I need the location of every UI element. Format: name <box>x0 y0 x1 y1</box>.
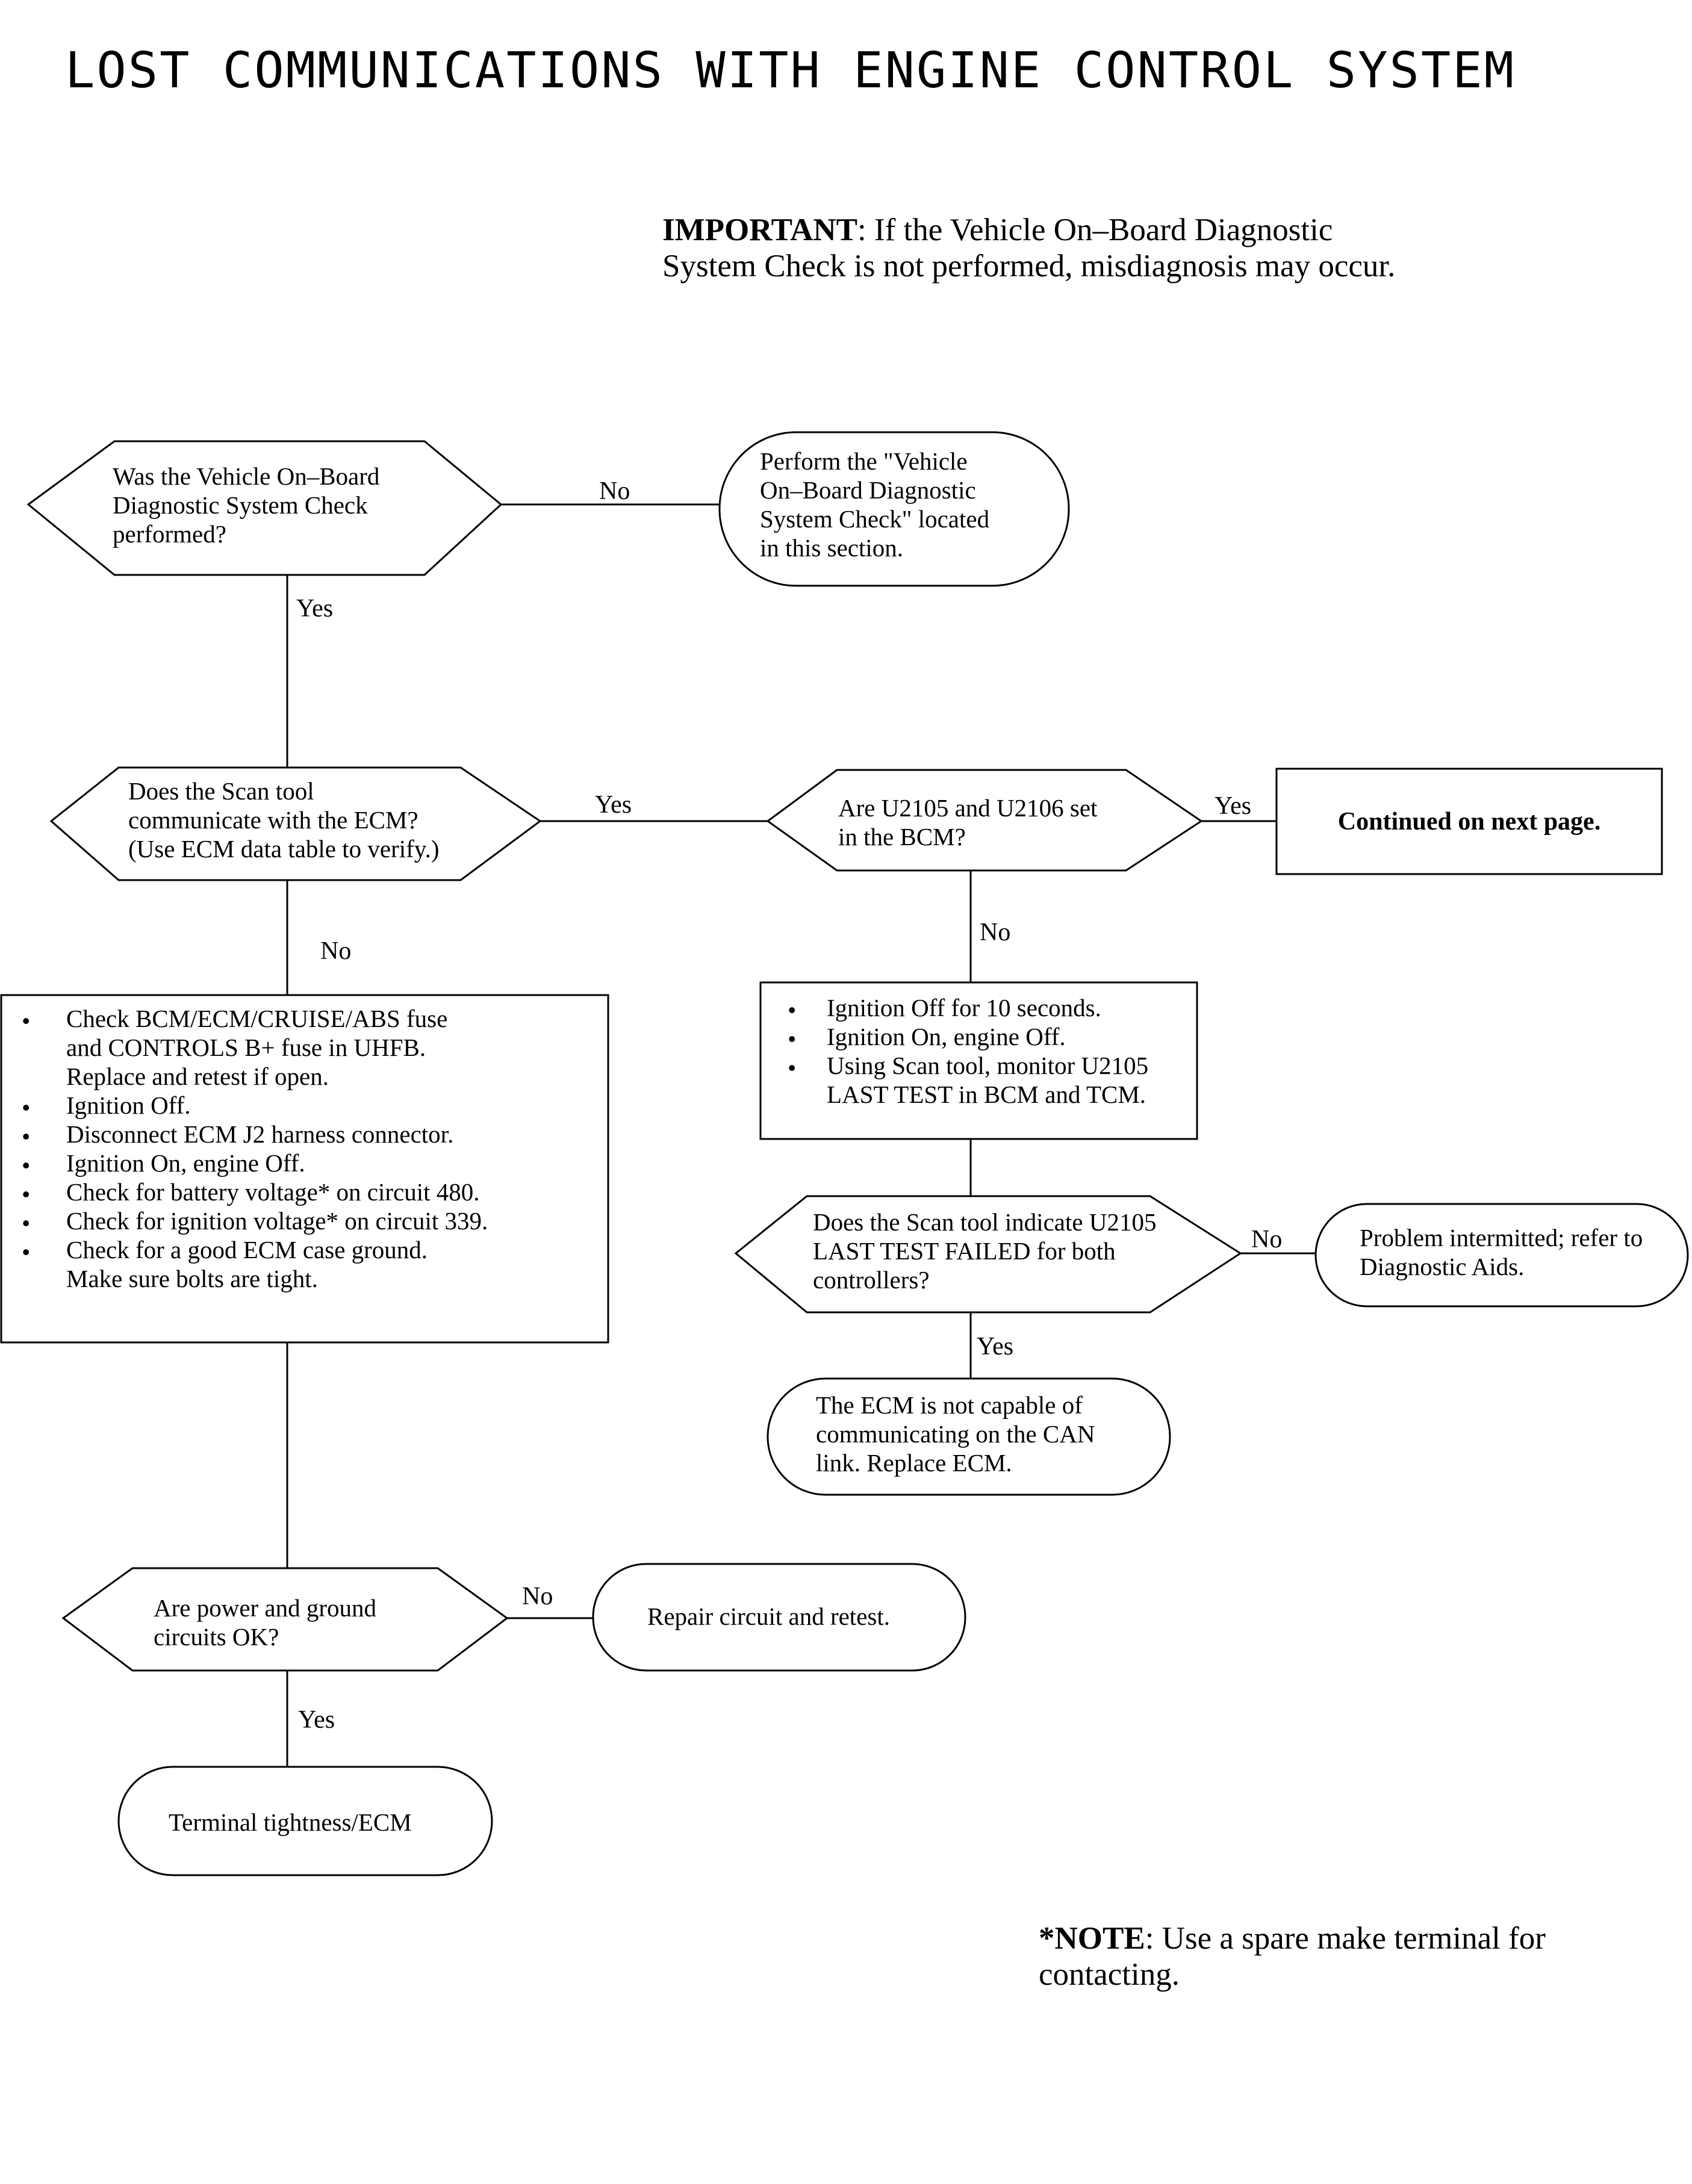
q3-text: Are U2105 and U2106 set in the BCM? <box>838 793 1097 851</box>
box2-steps: Ignition Off for 10 seconds. Ignition On… <box>760 993 1148 1109</box>
box1-step-line: Replace and retest if open. <box>66 1063 329 1090</box>
t2-line: Problem intermitted; refer to <box>1360 1224 1643 1252</box>
edge-label-q2-no: No <box>320 937 352 965</box>
box1-step: Check for battery voltage* on circuit 48… <box>1 1177 488 1212</box>
q3-line: in the BCM? <box>838 823 966 851</box>
t3-line: link. Replace ECM. <box>816 1449 1012 1477</box>
box1-step: Check BCM/ECM/CRUISE/ABS fuse and CONTRO… <box>1 1004 488 1091</box>
terminal-t3 <box>767 1377 1171 1496</box>
terminal-t1 <box>718 431 1070 587</box>
q2-line: Does the Scan tool <box>128 777 314 805</box>
q2-text: Does the Scan tool communicate with the … <box>128 777 440 863</box>
q4-line: controllers? <box>813 1266 930 1294</box>
decision-q1 <box>26 440 503 576</box>
t3-line: communicating on the CAN <box>816 1420 1095 1448</box>
edge-label-q5-yes: Yes <box>298 1706 335 1734</box>
box2-step: Ignition On, engine Off. <box>760 1022 1148 1056</box>
box1-step-line: Disconnect ECM J2 harness connector. <box>66 1120 454 1148</box>
box1-step-line: Ignition Off. <box>66 1091 191 1119</box>
note-text: : Use a spare make terminal for contacti… <box>1039 1921 1546 1992</box>
t1-line: Perform the "Vehicle <box>760 447 968 475</box>
box2-step: Ignition Off for 10 seconds. <box>760 993 1148 1028</box>
note-label: *NOTE <box>1039 1921 1145 1956</box>
box1-step: Check for a good ECM case ground. Make s… <box>1 1235 488 1293</box>
edge-label-q1-yes: Yes <box>296 595 334 622</box>
important-text: : If the Vehicle On–Board Diagnostic Sys… <box>662 213 1396 284</box>
q5-text: Are power and ground circuits OK? <box>154 1593 376 1651</box>
q1-text: Was the Vehicle On–Board Diagnostic Syst… <box>113 462 379 548</box>
decision-q2 <box>49 766 542 881</box>
box1-step: Ignition On, engine Off. <box>1 1149 488 1183</box>
t4-text: Repair circuit and retest. <box>647 1602 890 1630</box>
t1-line: System Check" located <box>760 505 990 533</box>
q2-line: (Use ECM data table to verify.) <box>128 835 440 863</box>
t5-text: Terminal tightness/ECM <box>169 1808 412 1836</box>
q4-text: Does the Scan tool indicate U2105 LAST T… <box>813 1208 1156 1294</box>
box2-step-line: Using Scan tool, monitor U2105 <box>827 1052 1149 1079</box>
continued-box <box>1275 768 1663 875</box>
edge-label-q5-no: No <box>522 1583 553 1610</box>
box2-step-line: Ignition Off for 10 seconds. <box>827 994 1101 1022</box>
t1-line: in this section. <box>760 534 904 562</box>
box1-step-line: Check BCM/ECM/CRUISE/ABS fuse <box>66 1005 448 1032</box>
decision-q3 <box>766 769 1203 872</box>
q1-line: performed? <box>113 520 226 548</box>
box1-step-line: Ignition On, engine Off. <box>66 1149 305 1177</box>
box1-step: Ignition Off. <box>1 1091 488 1125</box>
q3-line: Are U2105 and U2106 set <box>838 794 1098 822</box>
q2-line: communicate with the ECM? <box>128 806 418 834</box>
t3-text: The ECM is not capable of communicating … <box>816 1391 1095 1477</box>
box1-step-line: and CONTROLS B+ fuse in UHFB. <box>66 1034 426 1061</box>
box1-step: Disconnect ECM J2 harness connector. <box>1 1120 488 1154</box>
t2-text: Problem intermitted; refer to Diagnostic… <box>1360 1223 1643 1281</box>
q1-line: Diagnostic System Check <box>113 491 368 519</box>
terminal-t4 <box>592 1563 966 1672</box>
box1-step-line: Check for battery voltage* on circuit 48… <box>66 1178 480 1206</box>
decision-q5 <box>61 1567 509 1672</box>
edge-label-q2-yes: Yes <box>595 791 632 819</box>
t3-line: The ECM is not capable of <box>816 1391 1083 1419</box>
terminal-t5 <box>117 1766 493 1876</box>
continued-text: Continued on next page. <box>1337 807 1601 836</box>
decision-q4 <box>734 1195 1242 1314</box>
q4-line: LAST TEST FAILED for both <box>813 1237 1116 1265</box>
terminal-t2 <box>1314 1203 1689 1308</box>
edge-label-q3-yes: Yes <box>1215 792 1252 820</box>
t2-line: Diagnostic Aids. <box>1360 1253 1525 1280</box>
footnote: *NOTE: Use a spare make terminal for con… <box>1039 1920 1611 1993</box>
edge-label-q4-no: No <box>1251 1226 1283 1253</box>
edge-label-q4-yes: Yes <box>977 1333 1014 1360</box>
edge-label-q1-no: No <box>599 477 630 505</box>
q4-line: Does the Scan tool indicate U2105 <box>813 1208 1157 1236</box>
edge-label-q3-no: No <box>980 919 1011 946</box>
box1-step: Check for ignition voltage* on circuit 3… <box>1 1206 488 1241</box>
page-title: LOST COMMUNICATIONS WITH ENGINE CONTROL … <box>65 42 1516 99</box>
box1-steps: Check BCM/ECM/CRUISE/ABS fuse and CONTRO… <box>1 1004 488 1293</box>
q5-line: circuits OK? <box>154 1623 279 1651</box>
t1-line: On–Board Diagnostic <box>760 476 976 504</box>
box2-step-line: Ignition On, engine Off. <box>827 1023 1066 1050</box>
box1-step-line: Check for ignition voltage* on circuit 3… <box>66 1207 488 1235</box>
important-label: IMPORTANT <box>662 213 857 247</box>
important-notice: IMPORTANT: If the Vehicle On–Board Diagn… <box>662 212 1415 284</box>
box1-step-line: Check for a good ECM case ground. <box>66 1236 428 1264</box>
q1-line: Was the Vehicle On–Board <box>113 462 380 490</box>
box1-step-line: Make sure bolts are tight. <box>66 1265 318 1292</box>
q5-line: Are power and ground <box>154 1594 377 1622</box>
box2-step-line: LAST TEST in BCM and TCM. <box>827 1081 1146 1108</box>
t1-text: Perform the "Vehicle On–Board Diagnostic… <box>760 447 989 562</box>
box2-step: Using Scan tool, monitor U2105 LAST TEST… <box>760 1051 1148 1109</box>
